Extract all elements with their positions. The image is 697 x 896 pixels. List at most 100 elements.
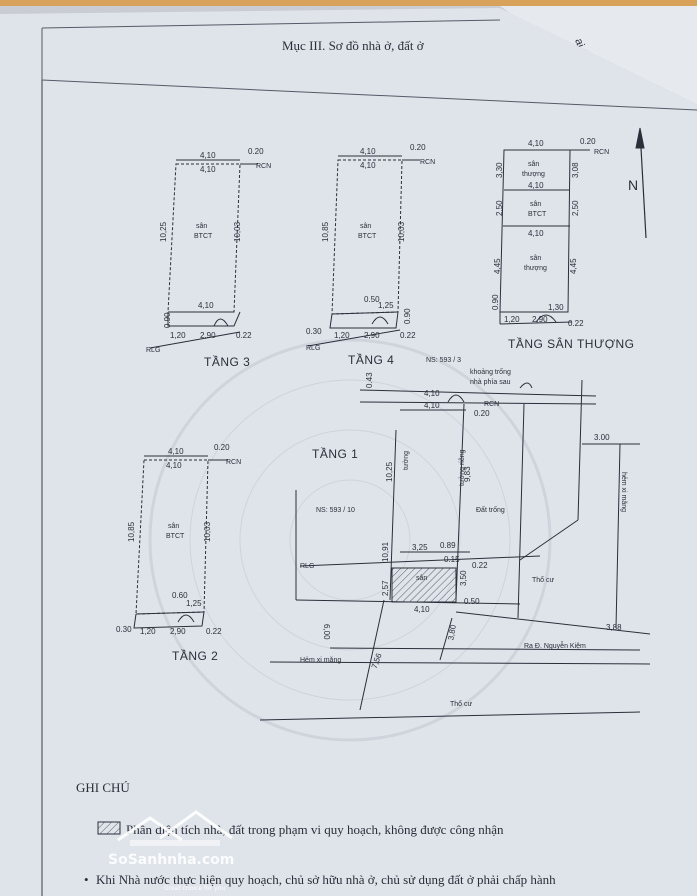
t2-room-line2: BTCT xyxy=(166,533,185,540)
t1-d1091: 10,91 xyxy=(381,541,390,562)
t1-ns-left: NS: 593 / 10 xyxy=(316,507,355,514)
t2-right-dim: 10,03 xyxy=(203,521,212,542)
t4-label: TẦNG 4 xyxy=(348,352,394,367)
t1-d043: 0.43 xyxy=(365,372,374,388)
t1-d983: 9,83 xyxy=(463,466,472,482)
frame-header-top xyxy=(41,19,501,29)
t2-rcn: RCN xyxy=(226,459,241,466)
watermark-logo: SoSanhnha.com Great choice for you xyxy=(108,810,234,892)
t1-d300: 3.00 xyxy=(594,433,610,442)
t1-alley-bottom: Hẻm xi măng xyxy=(300,657,341,664)
frame-top xyxy=(41,79,697,111)
t3-right-dim: 10,03 xyxy=(233,221,242,242)
t4-b-022: 0.22 xyxy=(400,331,416,340)
floor-plan-tang2 xyxy=(133,455,228,629)
t2-left-dim: 10,85 xyxy=(127,521,136,542)
notes-line2: Khi Nhà nước thực hiện quy hoạch, chủ sở… xyxy=(96,872,556,887)
t2-room-line1: sân xyxy=(168,523,179,530)
tst-d3b: 4,45 xyxy=(569,258,578,274)
tst-sec2-l2: BTCT xyxy=(528,211,547,218)
tst-b-022: 0.22 xyxy=(568,319,584,328)
tst-d1a: 3,30 xyxy=(495,162,504,178)
t3-b-022: 0.22 xyxy=(236,331,252,340)
t2-offset: 0.20 xyxy=(214,443,230,452)
t2-b-030: 0.30 xyxy=(116,625,132,634)
tst-b-120: 1,20 xyxy=(504,315,520,324)
t4-b-030: 0.30 xyxy=(306,327,322,336)
tst-b-290: 2,90 xyxy=(532,315,548,324)
t1-gap-note-2: nhà phía sau xyxy=(470,379,511,386)
t2-b-290: 2,90 xyxy=(170,627,186,636)
t4-b-050: 0.50 xyxy=(364,295,380,304)
tst-offset: 0.20 xyxy=(580,137,596,146)
t3-top-dim-2: 4,10 xyxy=(200,165,216,174)
notes-legend-hatch xyxy=(97,821,121,835)
t1-offset: 0.20 xyxy=(474,409,490,418)
t1-d089: 0.89 xyxy=(440,541,456,550)
t1-label: TẦNG 1 xyxy=(312,446,358,461)
notes-heading: GHI CHÚ xyxy=(76,780,130,795)
t1-d388: 3,88 xyxy=(606,623,622,632)
t1-d380: 3,80 xyxy=(446,624,458,641)
t1-san: sân xyxy=(416,575,427,582)
t2-b-120: 1,20 xyxy=(140,627,156,636)
t1-d325: 3,25 xyxy=(412,543,428,552)
t4-room-line1: sân xyxy=(360,223,371,230)
t1-d022: 0.22 xyxy=(472,561,488,570)
t3-rcn: RCN xyxy=(256,163,271,170)
t2-b-022: 0.22 xyxy=(206,627,222,636)
t1-rlg: RLG xyxy=(300,563,314,570)
floor-plan-tang3 xyxy=(149,159,258,349)
t4-offset: 0.20 xyxy=(410,143,426,152)
tst-b-130: 1,30 xyxy=(548,303,564,312)
t1-hatched-area xyxy=(391,567,457,603)
t1-wall-left: tường xyxy=(403,451,410,470)
svg-text:N: N xyxy=(628,177,638,193)
t1-d015: 0.15 xyxy=(444,555,460,564)
tst-b-090: 0.90 xyxy=(491,294,500,310)
t1-d257: 2,57 xyxy=(381,580,390,596)
t1-d410b: 4,10 xyxy=(414,605,430,614)
t1-empty-land: Đất trống xyxy=(476,505,505,514)
t3-top-dim: 4,10 xyxy=(200,151,216,160)
tst-rcn: RCN xyxy=(594,149,609,156)
t4-top-dim: 4,10 xyxy=(360,147,376,156)
t4-b-125: 1,25 xyxy=(378,301,394,310)
t1-road: Ra Đ. Nguyễn Kiệm xyxy=(524,641,586,650)
t3-label: TẦNG 3 xyxy=(204,354,250,369)
t3-b-290: 2,90 xyxy=(200,331,216,340)
paper xyxy=(0,8,697,896)
watermark-tagline: Great choice for you xyxy=(164,885,225,892)
t1-tho-cu-2: Thổ cư xyxy=(450,700,473,708)
t1-rcn: RCN xyxy=(484,401,499,408)
t4-b-120: 1,20 xyxy=(334,331,350,340)
t4-b-090: 0.90 xyxy=(403,308,412,324)
floor-plan-tang4 xyxy=(307,155,420,347)
t3-offset: 0.20 xyxy=(248,147,264,156)
t4-left-dim: 10,85 xyxy=(321,221,330,242)
notes-bullet: • xyxy=(84,872,89,887)
t3-left-dim: 10,25 xyxy=(159,221,168,242)
t1-gap-note-1: khoảng trống xyxy=(470,367,511,376)
tst-mid1: 4,10 xyxy=(528,181,544,190)
t1-d050: 0.50 xyxy=(464,597,480,606)
tst-label: TẦNG SÂN THƯỢNG xyxy=(508,336,635,351)
floor-plan-tang1 xyxy=(259,379,651,721)
t4-right-dim: 10,03 xyxy=(397,221,406,242)
t3-b-090: 0.90 xyxy=(163,312,172,328)
tst-d1b: 3,08 xyxy=(571,162,580,178)
t1-wall-right: tường riêng xyxy=(459,449,466,486)
top-edge-strip xyxy=(0,0,697,6)
t1-top-dim: 4,10 xyxy=(424,389,440,398)
tst-top-dim: 4,10 xyxy=(528,139,544,148)
t2-top-dim: 4,10 xyxy=(168,447,184,456)
t1-ns-top: NS: 593 / 3 xyxy=(426,357,461,364)
t4-room-line2: BTCT xyxy=(358,233,377,240)
t1-d1025: 10,25 xyxy=(385,461,394,482)
t4-top-dim-2: 4,10 xyxy=(360,161,376,170)
t4-rcn: RCN xyxy=(420,159,435,166)
notes-line1: Phần diện tích nhà, đất trong phạm vi qu… xyxy=(126,822,504,837)
t3-room-line2: BTCT xyxy=(194,233,213,240)
t4-rlg: RLG xyxy=(306,345,320,352)
